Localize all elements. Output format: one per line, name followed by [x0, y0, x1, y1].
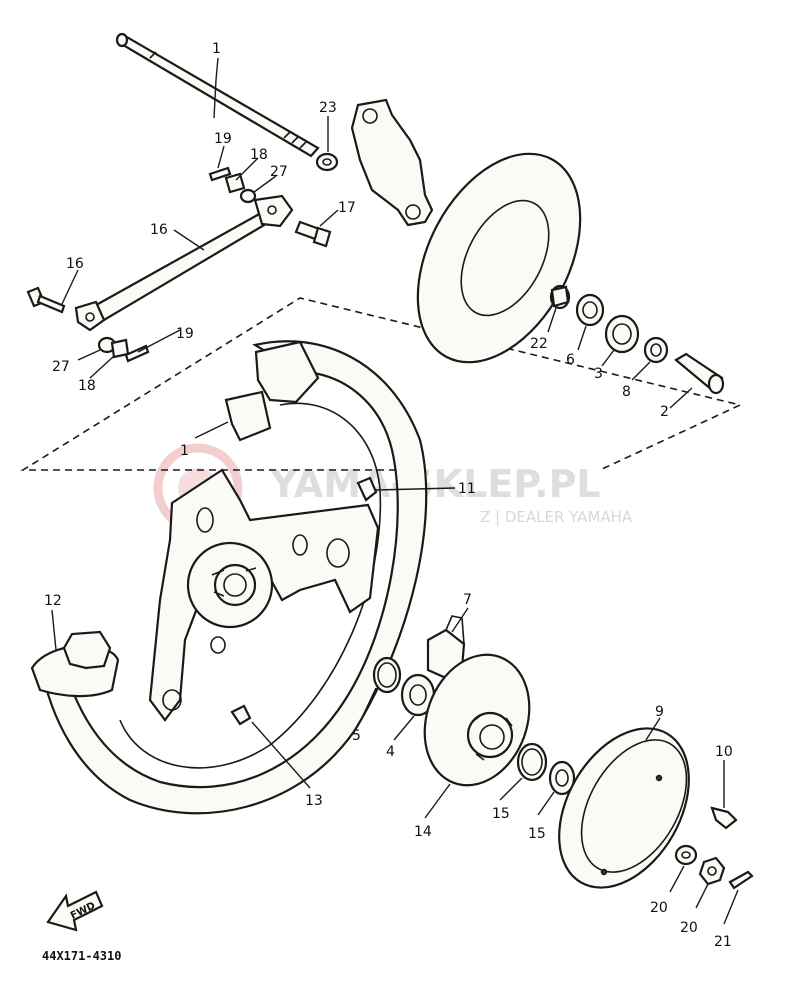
callout-18-right: 17 — [338, 200, 356, 216]
callout-27-lower: 27 — [52, 359, 70, 375]
watermark-brand: YAMA-SKLEP.PL — [269, 462, 601, 506]
dashed-group-outline — [20, 297, 743, 471]
leader-lines — [51, 57, 739, 925]
wheel-rim-part — [30, 340, 428, 815]
callout-4: 4 — [386, 744, 395, 760]
callout-7: 7 — [463, 592, 472, 608]
callout-13: 13 — [305, 793, 323, 809]
hub-right-components — [549, 284, 725, 395]
cotter-pin-part-24 — [728, 870, 754, 890]
torque-rod-part — [74, 194, 294, 332]
washer-part-22 — [674, 844, 698, 866]
callout-24: 21 — [714, 934, 732, 950]
valve-part — [230, 704, 252, 726]
callout-1: 1 — [180, 443, 189, 459]
nut-part-23 — [698, 856, 726, 886]
callout-5: 5 — [352, 728, 361, 744]
bolt-part-right — [294, 220, 332, 248]
axle-part — [115, 32, 320, 158]
callout-9: 9 — [655, 704, 664, 720]
callout-17: 16 — [150, 222, 168, 238]
callout-12: 12 — [44, 593, 62, 609]
callout-2: 2 — [660, 404, 669, 420]
upper-fastener-set — [208, 166, 257, 204]
diagram-part-code: 44X171-4310 — [42, 949, 121, 963]
brake-disc-part — [416, 152, 582, 364]
callout-11: 11 — [458, 481, 476, 497]
drum-cover-part — [558, 727, 690, 889]
callout-14: 14 — [414, 824, 432, 840]
callout-15: 15 — [528, 826, 546, 842]
callout-8: 8 — [622, 384, 631, 400]
bearing-part-15 — [548, 760, 576, 796]
forward-direction-arrow: FWD — [46, 890, 104, 932]
callout-3: 3 — [594, 366, 603, 382]
callout-27-upper: 27 — [270, 164, 288, 180]
callout-16: 15 — [492, 806, 510, 822]
callout-18-left: 16 — [66, 256, 84, 272]
drive-plate-part — [423, 653, 531, 787]
callout-20-upper: 19 — [214, 131, 232, 147]
callout-19-upper: 18 — [250, 147, 268, 163]
callout-22: 20 — [650, 900, 668, 916]
callout-19-lower: 18 — [78, 378, 96, 394]
balance-weight-part — [356, 476, 378, 502]
watermark-tagline: Z | DEALER YAMAHA — [480, 508, 633, 526]
axle-collar-part — [315, 152, 339, 172]
callout-25: 22 — [530, 336, 548, 352]
bolt-part-10 — [710, 806, 738, 830]
bolt-part-left — [26, 286, 66, 314]
callout-6: 6 — [566, 352, 575, 368]
caliper-bracket-part — [350, 98, 434, 227]
callout-23: 20 — [680, 920, 698, 936]
lower-fastener-set — [97, 336, 150, 363]
callout-21: 1 — [212, 41, 221, 57]
callout-20-lower: 19 — [176, 326, 194, 342]
callouts: 1 23 19 18 27 17 16 16 19 27 18 1 11 12 … — [44, 41, 733, 950]
callout-10: 10 — [715, 744, 733, 760]
callout-26: 23 — [319, 100, 337, 116]
